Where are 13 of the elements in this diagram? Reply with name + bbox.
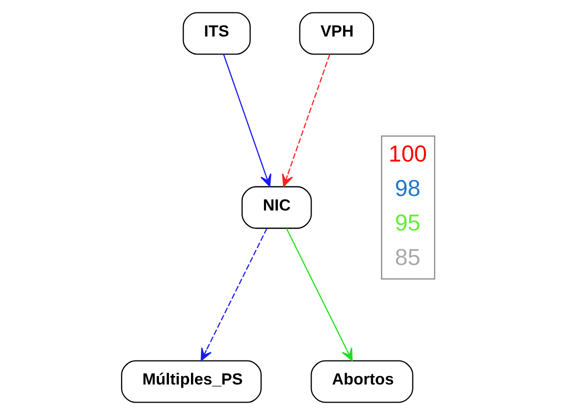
node-box: VPH <box>299 12 374 55</box>
legend-label: 98 <box>394 174 420 201</box>
legend-label: 85 <box>394 244 420 270</box>
node-box: ITS <box>182 12 251 55</box>
arrow <box>223 54 272 187</box>
legend-label: 95 <box>394 210 420 236</box>
arrow <box>282 54 330 187</box>
node-box: Múltiples_PS <box>121 360 262 403</box>
legend-label: 100 <box>388 140 427 166</box>
node-box: NIC <box>242 186 312 229</box>
arrow <box>286 228 353 362</box>
node-box: Abortos <box>310 360 414 403</box>
arrow <box>200 228 268 362</box>
